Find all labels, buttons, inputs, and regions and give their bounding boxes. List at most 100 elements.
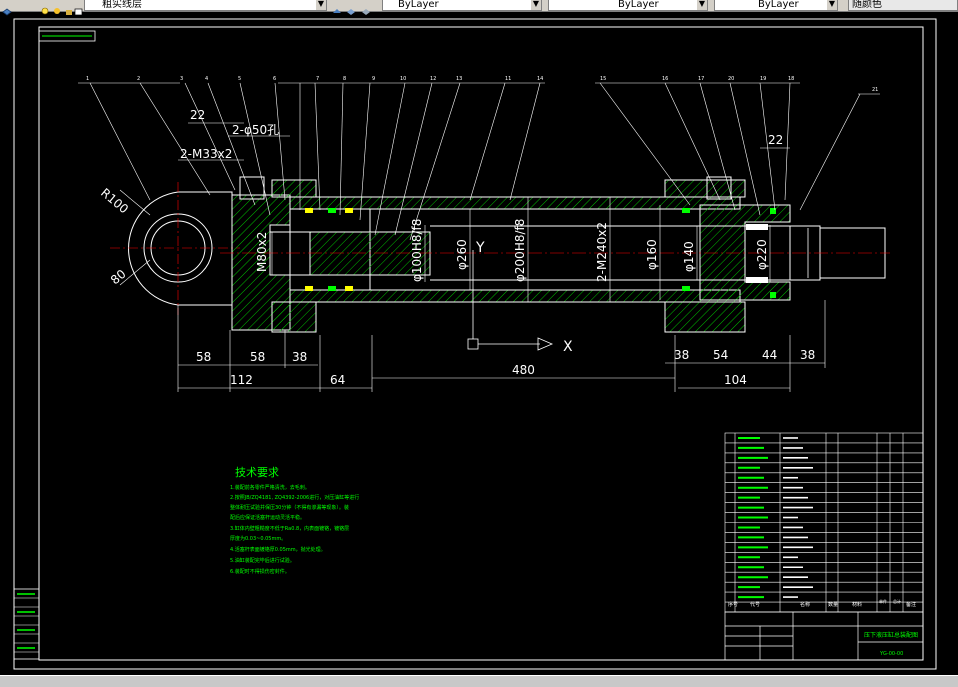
tech-line-7: 4.活塞杆表面镀铬厚0.05mm，抛光处理。 <box>230 546 326 553</box>
cylinder-section <box>220 176 890 333</box>
dim-phi220: φ220 <box>755 239 769 270</box>
svg-text:21: 21 <box>872 87 878 93</box>
svg-text:11: 11 <box>505 76 511 82</box>
chevron-down-icon[interactable]: ▼ <box>827 0 837 10</box>
dim-58a: 58 <box>196 350 211 364</box>
svg-text:1: 1 <box>86 76 89 82</box>
dim-phi160: φ160 <box>645 239 659 270</box>
tech-line-1: 1.装配前各零件严格清洗，去毛刺。 <box>230 484 310 491</box>
bom-header-remark: 备注 <box>906 601 916 608</box>
bom-header-seq: 序号 <box>728 601 738 608</box>
svg-text:10: 10 <box>400 76 406 82</box>
linetype-combo[interactable]: ByLayer ▼ <box>548 0 708 11</box>
left-margin-stamp <box>13 588 40 660</box>
svg-text:15: 15 <box>600 76 606 82</box>
tech-title: 技术要求 <box>235 466 279 479</box>
svg-text:19: 19 <box>760 76 766 82</box>
lightbulb-icon[interactable] <box>40 1 50 15</box>
svg-text:14: 14 <box>537 76 543 82</box>
color-swatch-icon[interactable] <box>74 1 84 16</box>
layer-combo[interactable]: 粗实线层 ▼ <box>84 0 327 11</box>
dim-64: 64 <box>330 373 345 387</box>
layer-states-icon[interactable] <box>361 1 371 15</box>
plotstyle-combo[interactable]: 随颜色 <box>848 0 958 11</box>
layer-previous-icon[interactable] <box>346 1 356 15</box>
svg-text:9: 9 <box>372 76 375 82</box>
layer-combo-value: 粗实线层 <box>102 0 142 10</box>
dim-38a: 38 <box>292 350 307 364</box>
svg-text:20: 20 <box>728 76 734 82</box>
ucs-icon <box>467 250 554 351</box>
title-block <box>724 611 924 661</box>
color-combo[interactable]: ByLayer ▼ <box>382 0 542 11</box>
ucs-y-label: Y <box>475 240 485 256</box>
svg-text:5: 5 <box>238 76 241 82</box>
tech-line-4: 配后应保证活塞杆运动灵活平稳。 <box>230 514 305 521</box>
tech-line-5: 3.缸体内壁粗糙度不低于Ra0.8，内表面镀铬，镀铬层 <box>230 525 349 532</box>
bom-header-qty: 数量 <box>828 601 838 608</box>
dim-58b: 58 <box>250 350 265 364</box>
dim-2phi50: 2-φ50孔 <box>232 123 279 137</box>
bom-header-name: 名称 <box>800 601 810 608</box>
svg-text:3: 3 <box>180 76 183 82</box>
make-current-icon[interactable] <box>332 1 342 13</box>
plotstyle-combo-value: 随颜色 <box>852 0 882 10</box>
tech-line-2: 2.按照JB/ZQ4181, ZQ4392-2006进行，对压油缸等进行 <box>230 494 359 501</box>
dim-112: 112 <box>230 373 253 387</box>
dim-phi200: φ200H8/f8 <box>513 219 527 282</box>
corner-stamp <box>38 30 96 42</box>
tech-requirements: 技术要求 1.装配前各零件严格清洗，去毛刺。 2.按照JB/ZQ4181, ZQ… <box>230 466 359 575</box>
tech-line-3: 整体耐压试验并保压30分钟（不得有渗漏等现象）。装 <box>230 504 349 511</box>
svg-text:12: 12 <box>430 76 436 82</box>
svg-text:17: 17 <box>698 76 704 82</box>
bom-header-unit: 单件 <box>879 598 887 604</box>
dim-phi100: φ100H8/f8 <box>410 219 424 282</box>
svg-text:13: 13 <box>456 76 462 82</box>
leader-lines <box>78 82 880 241</box>
layer-manager-icon[interactable] <box>2 1 12 16</box>
svg-text:18: 18 <box>788 76 794 82</box>
bom-header-total: 总计 <box>893 598 901 604</box>
dimension-text: 22 2-φ50孔 2-M33x2 R100 80 M80x2 φ100H8/f… <box>98 108 815 387</box>
properties-toolbar: 粗实线层 ▼ ByLayer ▼ ByLayer ▼ ByLayer ▼ 随颜色 <box>0 0 958 16</box>
svg-text:2: 2 <box>137 76 140 82</box>
lineweight-combo-value: ByLayer <box>758 0 799 10</box>
lineweight-combo[interactable]: ByLayer ▼ <box>714 0 838 11</box>
dim-phi260: φ260 <box>455 239 469 270</box>
dim-phi140: φ140 <box>682 241 696 272</box>
dim-22-right: 22 <box>768 133 783 147</box>
dim-38b: 38 <box>674 348 689 362</box>
tech-line-9: 6.装配时不得损伤密封件。 <box>230 568 290 575</box>
title-block-text: 压下液压缸总装配图 YG-00-00 序号 代号 名称 数量 材料 单件 总计 … <box>728 598 918 657</box>
chevron-down-icon[interactable]: ▼ <box>697 0 707 10</box>
tech-line-8: 5.油缸装配完毕后进行试验。 <box>230 557 295 564</box>
drawing-no: YG-00-00 <box>879 651 903 657</box>
dimension-lines <box>119 122 826 392</box>
sheet-inner-border <box>38 26 924 661</box>
clevis-end-view <box>110 182 240 315</box>
bom-header-code: 代号 <box>750 601 760 608</box>
dim-54: 54 <box>713 348 728 362</box>
svg-text:7: 7 <box>316 76 319 82</box>
dim-44: 44 <box>762 348 777 362</box>
svg-text:16: 16 <box>662 76 668 82</box>
bom-header-material: 材料 <box>852 601 862 608</box>
lock-icon[interactable] <box>64 1 74 15</box>
model-layout-tabs[interactable] <box>0 675 958 687</box>
sun-icon[interactable] <box>52 1 62 14</box>
linetype-combo-value: ByLayer <box>618 0 659 10</box>
dim-m240: 2-M240x2 <box>595 222 609 282</box>
parts-list <box>724 432 924 613</box>
chevron-down-icon[interactable]: ▼ <box>531 0 541 10</box>
dim-38c: 38 <box>800 348 815 362</box>
color-combo-value: ByLayer <box>398 0 439 10</box>
chevron-down-icon[interactable]: ▼ <box>316 0 326 10</box>
svg-text:4: 4 <box>205 76 208 82</box>
dim-r100: R100 <box>98 186 131 217</box>
dim-m80: M80x2 <box>255 232 269 272</box>
dim-2m33: 2-M33x2 <box>180 147 232 161</box>
dim-104: 104 <box>724 373 747 387</box>
dim-80: 80 <box>108 267 129 288</box>
